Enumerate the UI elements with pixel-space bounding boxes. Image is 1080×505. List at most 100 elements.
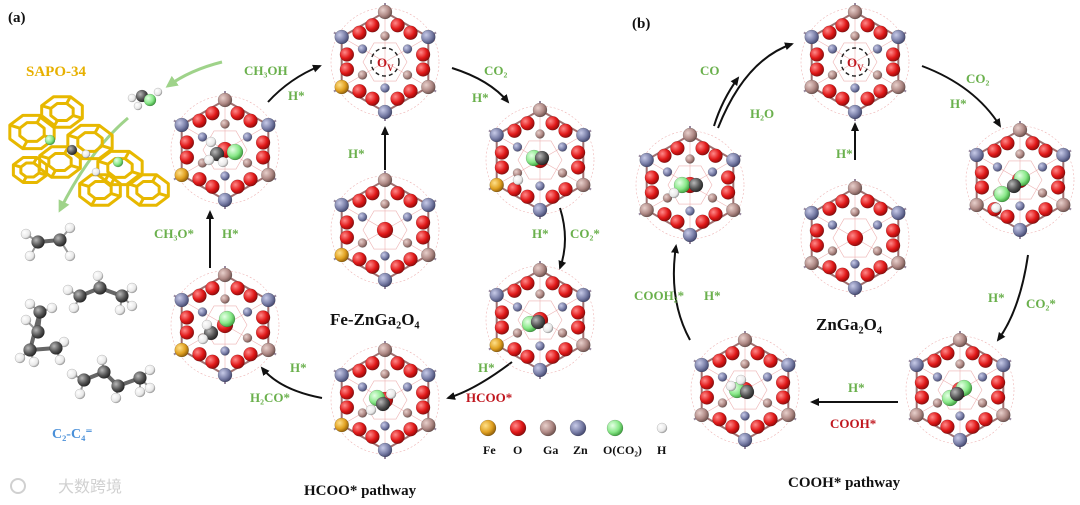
zinc-atom: [970, 148, 984, 162]
inner-metal-atom: [993, 163, 1002, 172]
product-hydrogen-atom: [97, 355, 107, 365]
inner-metal-atom: [718, 399, 727, 408]
oxygen-atom: [416, 216, 430, 230]
adsorbate-hydrogen-atom: [206, 137, 216, 147]
legend-label-4: O(CO₂): [603, 443, 642, 457]
methanol-oxygen: [144, 94, 156, 106]
adsorbate-hydrogen-atom: [736, 375, 746, 385]
zinc-atom: [891, 30, 905, 44]
inner-metal-atom: [358, 71, 367, 80]
product-hydrogen-atom: [145, 383, 155, 393]
inner-metal-atom: [381, 84, 390, 93]
product-carbon-atom: [54, 234, 67, 247]
zinc-atom: [848, 105, 862, 119]
oxygen-atom: [764, 412, 778, 426]
zinc-atom: [421, 368, 435, 382]
oxygen-atom: [365, 356, 379, 370]
zinc-atom: [640, 153, 654, 167]
inner-metal-atom: [536, 130, 545, 139]
inner-metal-atom: [403, 213, 412, 222]
zeolite-cage-ring: [78, 133, 102, 152]
oxygen-atom: [712, 412, 726, 426]
legend-label-2: Ga: [543, 443, 558, 457]
zinc-atom: [726, 153, 740, 167]
oxygen-atom: [495, 160, 509, 174]
oxygen-atom: [495, 320, 509, 334]
oxygen-atom: [404, 364, 418, 378]
oxygen-atom: [365, 92, 379, 106]
gallium-atom: [378, 173, 392, 187]
inner-metal-atom: [686, 207, 695, 216]
oxygen-atom: [571, 160, 585, 174]
gallium-atom: [726, 203, 740, 217]
oxygen-atom: [404, 252, 418, 266]
inner-metal-atom: [221, 347, 230, 356]
oxygen-atom: [231, 106, 245, 120]
oxygen-atom: [725, 420, 739, 434]
inner-metal-atom: [851, 32, 860, 41]
oxygen-atom: [810, 48, 824, 62]
oxygen-atom: [835, 92, 849, 106]
oxygen-atom: [365, 430, 379, 444]
zinc-atom: [996, 358, 1010, 372]
zeolite-guest-oxygen: [113, 157, 123, 167]
oxygen-atom: [874, 260, 888, 274]
cluster-a-h2co-formed: [171, 266, 279, 384]
inner-metal-atom: [558, 329, 567, 338]
label-h-left-mid-a: H*: [222, 226, 239, 241]
label-h-top-left-a: H*: [288, 88, 305, 103]
oxygen-atom: [822, 84, 836, 98]
oxygen-vacancy-subscript: V: [857, 63, 864, 73]
label-h-bottom-right-a: H*: [478, 360, 495, 375]
adsorbate-hydrogen-atom: [204, 155, 214, 165]
cluster-b-co-release: [636, 126, 744, 244]
oxygen-atom: [886, 62, 900, 76]
zeolite-guest-oxygen: [45, 135, 55, 145]
inner-metal-atom: [558, 169, 567, 178]
oxygen-atom: [776, 376, 790, 390]
oxygen-atom: [244, 172, 258, 186]
oxygen-atom: [416, 48, 430, 62]
gallium-atom: [533, 263, 547, 277]
oxygen-atom: [416, 386, 430, 400]
oxygen-atom: [340, 216, 354, 230]
butene-molecule: [67, 355, 155, 403]
oxygen-atom: [861, 92, 875, 106]
legend-swatch-2: [540, 420, 556, 436]
oxygen-atom: [861, 18, 875, 32]
inner-metal-atom: [403, 45, 412, 54]
cluster-b-co2-adsorbed: [966, 121, 1074, 239]
zinc-atom: [490, 128, 504, 142]
inner-metal-atom: [358, 45, 367, 54]
oxygen-atom: [244, 347, 258, 361]
label-h2o: H₂O: [750, 106, 774, 121]
inner-metal-atom: [708, 194, 717, 203]
product-hydrogen-atom: [65, 251, 75, 261]
cluster-b-pristine: [801, 179, 909, 297]
product-carbon-atom: [134, 372, 147, 385]
gallium-atom: [378, 343, 392, 357]
oxygen-atom: [559, 182, 573, 196]
gallium-atom: [970, 198, 984, 212]
label-cooh: COOH*: [830, 416, 876, 431]
oxygen-atom: [721, 171, 735, 185]
label-co-release: CO: [700, 63, 720, 78]
zeolite-label: SAPO-34: [26, 64, 87, 80]
product-hydrogen-atom: [21, 229, 31, 239]
inner-metal-atom: [851, 260, 860, 269]
label-h-left-b: H*: [704, 288, 721, 303]
gallium-atom: [738, 333, 752, 347]
ethylene-molecule: [21, 223, 75, 261]
oxygen-atom: [244, 114, 258, 128]
cluster-a-hcoo: [486, 261, 594, 379]
adsorbate-hydrogen-atom: [366, 405, 376, 415]
zeolite-cage-ring: [137, 181, 159, 198]
label-cooh2: COOH₂*: [634, 288, 684, 303]
zinc-atom: [805, 30, 819, 44]
oxygen-atom: [874, 202, 888, 216]
oxygen-atom: [975, 180, 989, 194]
inner-metal-atom: [381, 200, 390, 209]
zinc-atom: [218, 368, 232, 382]
gallium-atom: [1056, 198, 1070, 212]
zeolite-cage: [42, 97, 83, 127]
